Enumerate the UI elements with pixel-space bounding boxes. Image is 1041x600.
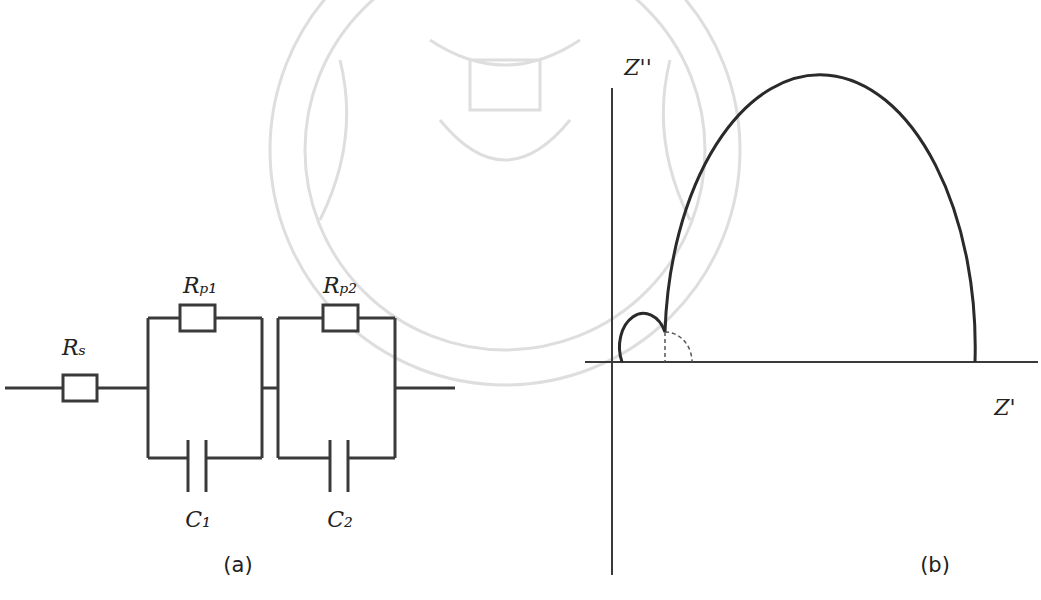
panel-label: (a) [223,554,252,577]
resistor-label: Rₛ [62,336,86,360]
capacitor-label: C₂ [327,508,353,532]
resistor-label: Rₚ₁ [183,274,217,298]
panel-label: (b) [920,554,950,577]
resistor-label: Rₚ₂ [323,274,357,298]
axis-label: Z' [994,396,1015,420]
capacitor-label: C₁ [185,508,211,532]
axis-label: Z'' [624,56,651,80]
